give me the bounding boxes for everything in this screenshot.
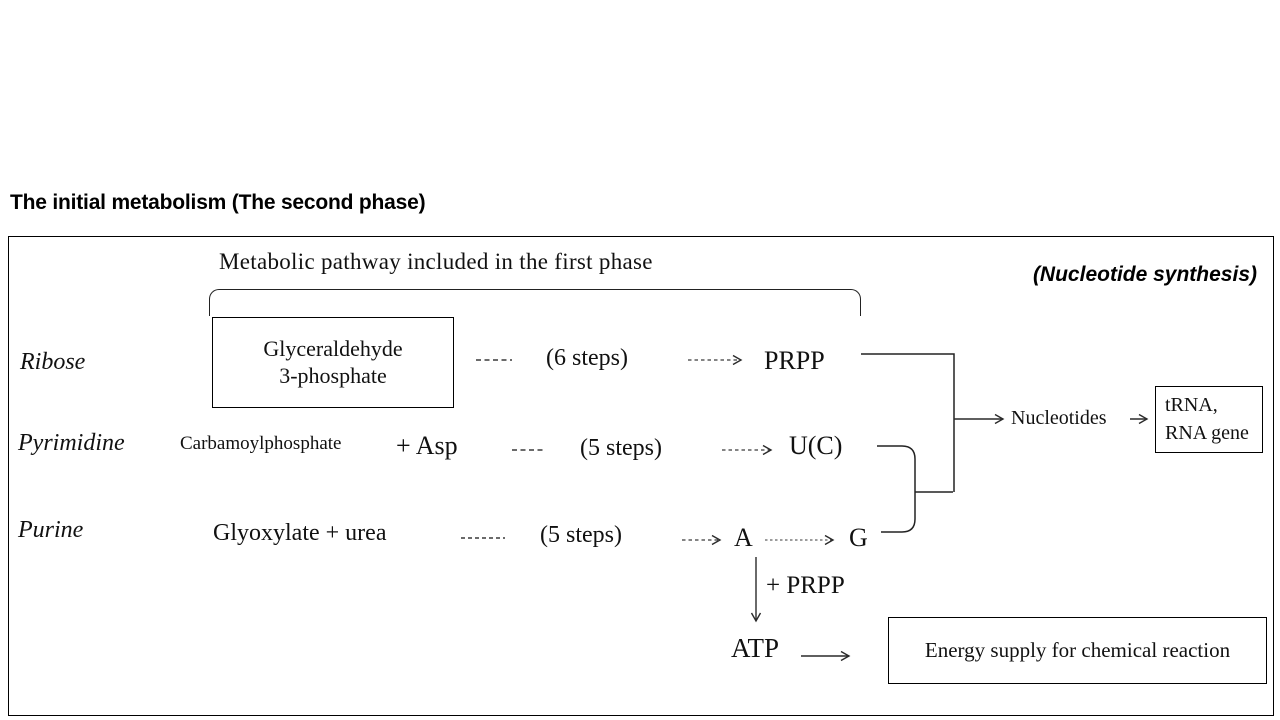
row-label-purine: Purine [18, 517, 84, 543]
glyceraldehyde-box: Glyceraldehyde 3-phosphate [212, 317, 454, 408]
node-uc: U(C) [789, 431, 843, 460]
nucleotide-synthesis-caption: (Nucleotide synthesis) [1032, 263, 1257, 286]
glyceraldehyde-line1: Glyceraldehyde [263, 335, 403, 361]
energy-supply-box: Energy supply for chemical reaction [888, 617, 1267, 684]
row-label-ribose: Ribose [20, 349, 86, 375]
plus-asp-label: + Asp [396, 431, 458, 460]
node-prpp: PRPP [764, 346, 825, 375]
node-a: A [734, 523, 753, 552]
plus-prpp-label: + PRPP [766, 572, 845, 599]
page-title: The initial metabolism (The second phase… [10, 191, 426, 214]
node-atp: ATP [731, 633, 780, 663]
node-g: G [849, 523, 868, 552]
nucleotides-label: Nucleotides [1011, 407, 1107, 429]
glyoxylate-urea-label: Glyoxylate + urea [213, 520, 387, 546]
carbamoylphosphate-label: Carbamoylphosphate [180, 433, 342, 454]
trna-line2: RNA gene [1165, 422, 1249, 444]
glyceraldehyde-line2: 3-phosphate [279, 362, 387, 388]
pyrimidine-steps-label: (5 steps) [580, 435, 662, 461]
ribose-steps-label: (6 steps) [546, 345, 628, 371]
purine-steps-label: (5 steps) [540, 522, 622, 548]
row-label-pyrimidine: Pyrimidine [18, 430, 125, 456]
trna-rna-gene-box: tRNA, RNA gene [1155, 386, 1263, 453]
first-phase-bracket [209, 289, 861, 316]
diagram-panel [8, 236, 1274, 716]
first-phase-header: Metabolic pathway included in the first … [219, 249, 653, 274]
trna-line1: tRNA, [1165, 394, 1218, 416]
